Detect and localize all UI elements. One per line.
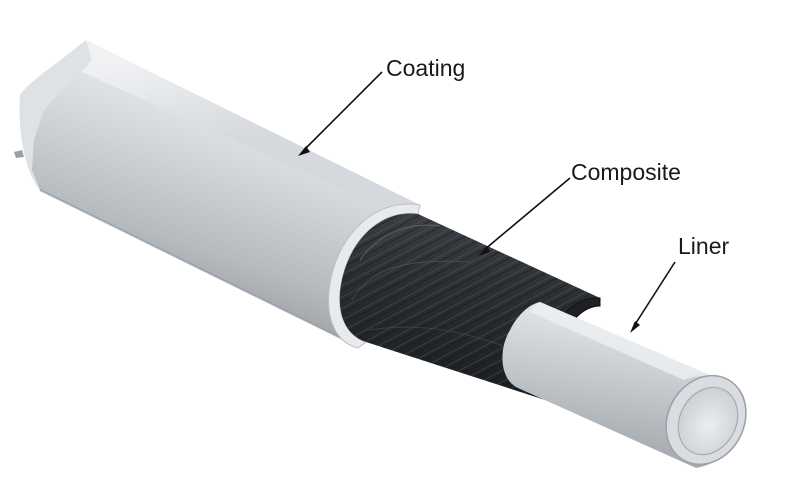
leader-line-coating — [303, 71, 383, 151]
liner-layer — [502, 302, 747, 468]
leader-arrowhead-composite — [478, 246, 490, 256]
callout-liner: Liner — [630, 233, 729, 333]
callout-composite: Composite — [478, 159, 681, 256]
coating-layer — [14, 40, 421, 349]
leader-line-composite — [483, 177, 571, 251]
label-coating: Coating — [386, 55, 465, 81]
label-composite: Composite — [571, 159, 681, 185]
label-liner: Liner — [678, 233, 729, 259]
leader-line-liner — [633, 261, 676, 327]
leader-arrowhead-coating — [298, 146, 310, 156]
callout-coating: Coating — [298, 55, 465, 156]
leader-arrowhead-liner — [630, 321, 640, 333]
